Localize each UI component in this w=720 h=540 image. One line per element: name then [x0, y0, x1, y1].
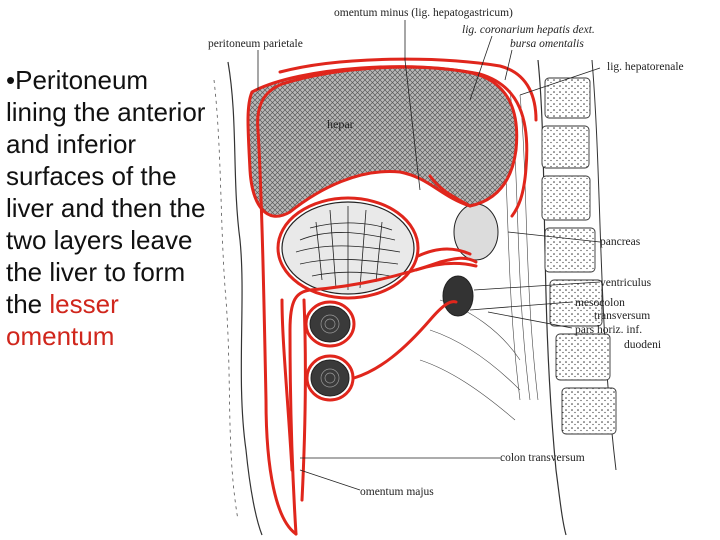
colon-loop-1	[309, 305, 351, 343]
label-omentum-minus: omentum minus (lig. hepatogastricum)	[334, 7, 513, 19]
vertebral-column	[537, 59, 617, 536]
liver	[247, 66, 518, 217]
label-bursa: bursa omentalis	[510, 38, 584, 50]
label-peritoneum-parietale: peritoneum parietale	[208, 38, 303, 50]
label-coronarium: lig. coronarium hepatis dext.	[462, 24, 595, 36]
label-duodeni: duodeni	[624, 339, 661, 351]
stomach-rugae	[295, 206, 401, 290]
label-omentum-majus: omentum majus	[360, 486, 434, 498]
bullet-text-main: •Peritoneum lining the anterior and infe…	[6, 65, 206, 319]
label-transversum: transversum	[594, 310, 650, 322]
label-pars-horiz: pars horiz. inf.	[575, 324, 642, 336]
label-pancreas: pancreas	[600, 236, 641, 248]
duodenum	[442, 275, 474, 317]
peritoneum-lines	[246, 57, 538, 536]
label-mesocolon: mesocolon	[575, 297, 625, 309]
bullet-text: •Peritoneum lining the anterior and infe…	[6, 64, 206, 352]
body-outline	[227, 61, 263, 536]
colon-loop-2	[310, 359, 350, 397]
label-hepar: hepar	[327, 117, 354, 131]
label-ventriculus: ventriculus	[600, 277, 652, 289]
label-hepatorenale: lig. hepatorenale	[607, 61, 684, 73]
leader-lines	[257, 20, 601, 491]
highlight-lesser-omentum: lesser omentum	[6, 289, 119, 351]
label-colon-transversum: colon transversum	[500, 452, 585, 464]
